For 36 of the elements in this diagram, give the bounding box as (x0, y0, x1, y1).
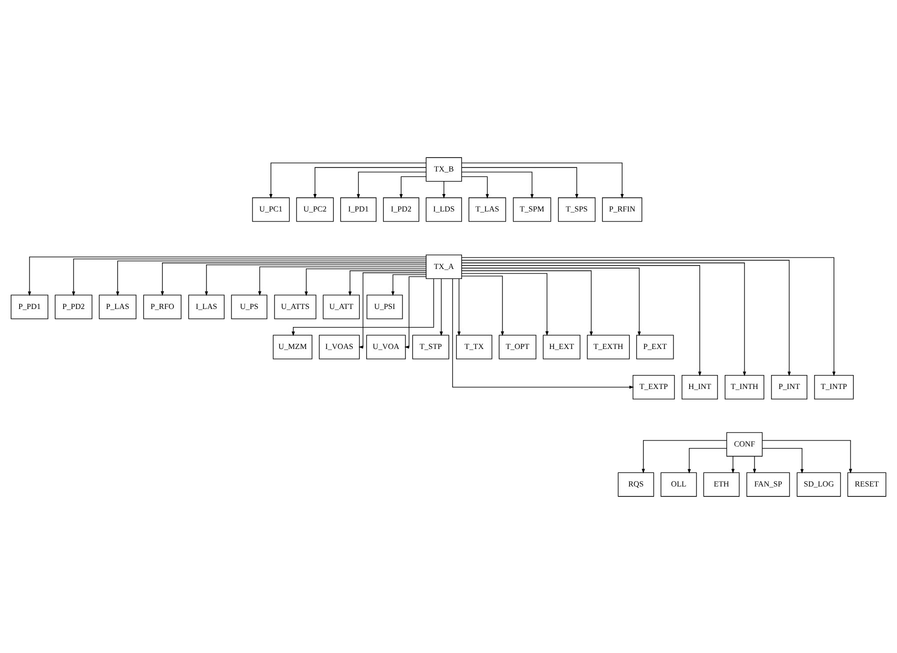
arrow (688, 448, 728, 474)
arrow (258, 266, 426, 296)
arrow (440, 278, 443, 336)
arrow (160, 262, 426, 296)
arrow (461, 166, 578, 198)
arrow (762, 448, 804, 474)
arrow (358, 272, 426, 348)
arrow (457, 278, 461, 336)
arrow (404, 276, 426, 348)
arrow (348, 270, 426, 296)
arrow (313, 166, 426, 198)
arrow (400, 176, 426, 198)
arrow (461, 162, 624, 198)
arrow (72, 258, 426, 296)
arrow (461, 267, 641, 336)
arrow (116, 260, 426, 296)
arrow (204, 264, 426, 296)
arrow (461, 171, 534, 198)
arrow (461, 262, 746, 376)
arrow (292, 278, 434, 336)
arrow (642, 440, 727, 473)
arrow (461, 264, 702, 376)
arrow (762, 440, 852, 473)
arrow (752, 456, 756, 473)
arrow (304, 268, 426, 296)
arrow (731, 456, 735, 473)
arrow (28, 256, 426, 296)
arrow (356, 171, 426, 198)
arrow (461, 176, 489, 198)
arrow (269, 162, 426, 198)
arrow (391, 274, 426, 296)
arrow (461, 270, 593, 336)
arrow (461, 275, 504, 336)
arrow (442, 180, 446, 198)
arrow (452, 278, 634, 388)
arrow (462, 272, 549, 336)
